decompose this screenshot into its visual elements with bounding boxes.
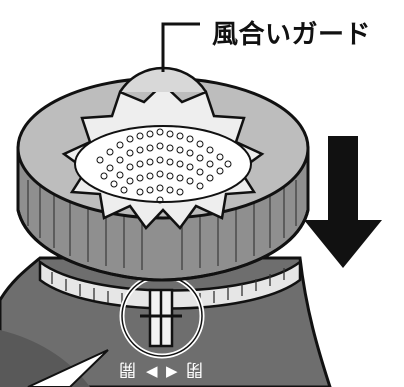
pointer-wedge — [27, 349, 109, 387]
down-arrow — [304, 136, 382, 268]
callout-leader-line — [161, 22, 200, 72]
neck-ring — [38, 259, 302, 310]
alignment-marker — [140, 288, 182, 348]
cap-side-lower-rim — [16, 209, 310, 282]
open-glyph: 開 — [119, 359, 136, 379]
right-arrow-glyph: ▶ — [166, 362, 178, 380]
filter-mesh — [74, 125, 252, 203]
base-arrows: ◀ ▶ 開 閉 — [119, 359, 203, 380]
filter-holes — [96, 128, 232, 204]
cap-ribs — [27, 180, 297, 270]
left-arrow-glyph: ◀ — [146, 362, 158, 380]
callout-label: 風合いガード — [212, 20, 372, 50]
close-glyph: 閉 — [186, 359, 203, 379]
